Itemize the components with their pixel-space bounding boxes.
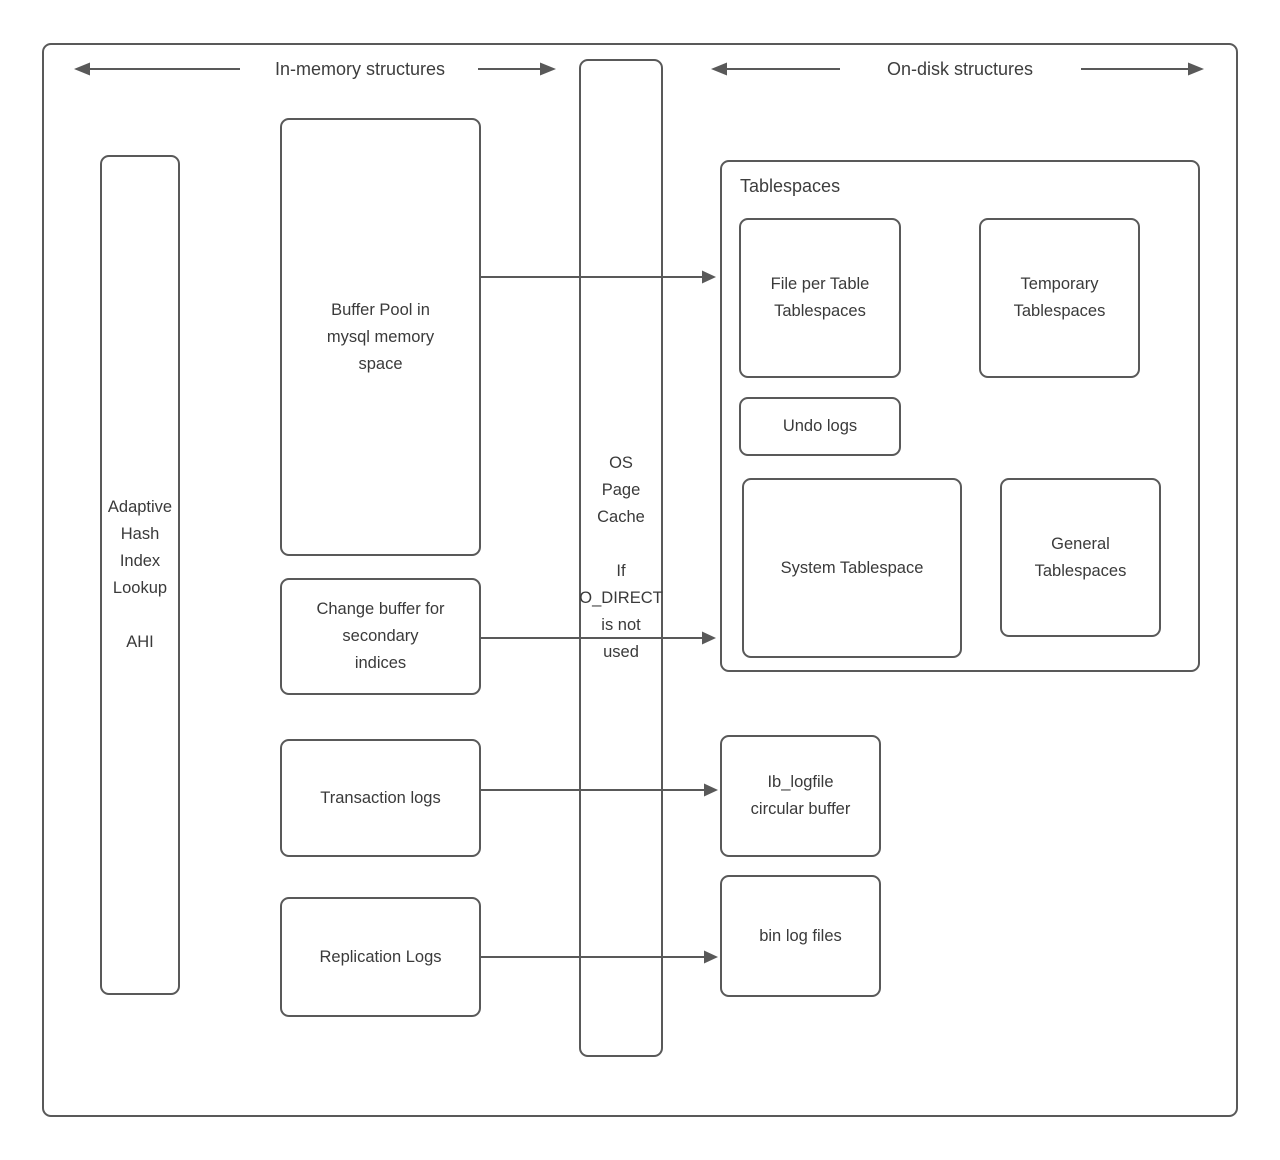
bin-log-files-label: bin log files [759,926,842,945]
undo-logs-box: Undo logs [739,397,901,456]
buffer-pool-box: Buffer Pool in mysql memory space [280,118,481,556]
os-page-cache-label: OS Page Cache If O_DIRECT is not used [579,454,663,661]
file-per-table-tablespaces-label: File per Table Tablespaces [770,275,870,320]
change-buffer-label: Change buffer for secondary indices [316,600,445,672]
adaptive-hash-index-label: Adaptive Hash Index Lookup AHI [107,498,173,651]
system-tablespace-box: System Tablespace [742,478,962,658]
tablespaces-title: Tablespaces [740,176,841,196]
transaction-logs-label: Transaction logs [320,788,441,807]
replication-logs-box: Replication Logs [280,897,481,1017]
undo-logs-label: Undo logs [782,417,858,435]
on-disk-header-label: On-disk structures [886,59,1034,79]
bin-log-files-box: bin log files [720,875,881,997]
general-tablespaces-box: General Tablespaces [1000,478,1161,637]
replication-logs-label: Replication Logs [319,947,442,966]
file-per-table-tablespaces-box: File per Table Tablespaces [739,218,901,378]
general-tablespaces-label: General Tablespaces [1034,534,1127,580]
change-buffer-box: Change buffer for secondary indices [280,578,481,695]
temporary-tablespaces-label: Temporary Tablespaces [1013,275,1106,320]
transaction-logs-box: Transaction logs [280,739,481,857]
system-tablespace-label: System Tablespace [780,558,924,577]
temporary-tablespaces-box: Temporary Tablespaces [979,218,1140,378]
ib-logfile-box: Ib_logfile circular buffer [720,735,881,857]
os-page-cache-box: OS Page Cache If O_DIRECT is not used [579,59,663,1057]
buffer-pool-label: Buffer Pool in mysql memory space [326,300,435,373]
in-memory-header-label: In-memory structures [274,59,446,79]
adaptive-hash-index-box: Adaptive Hash Index Lookup AHI [100,155,180,995]
ib-logfile-label: Ib_logfile circular buffer [750,773,851,818]
